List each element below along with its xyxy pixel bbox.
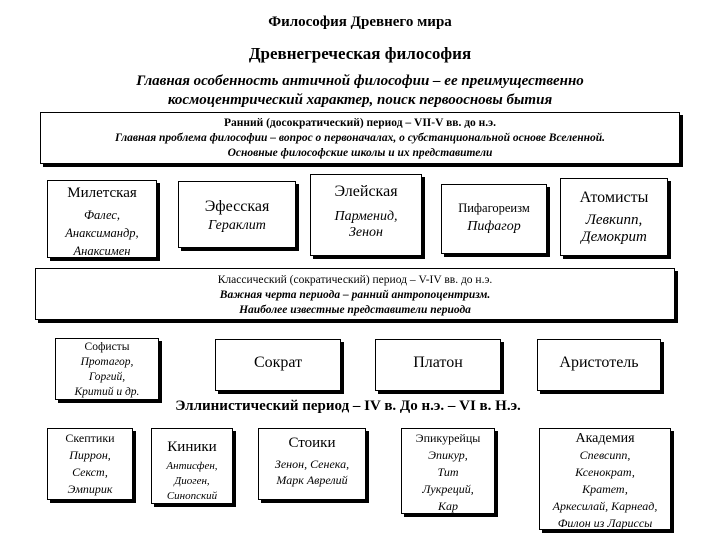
title: Философия Древнего мира — [268, 14, 452, 30]
hellenistic-period-heading: Эллинистический период – IV в. До н.э. –… — [175, 398, 521, 414]
school-box-atomists: Атомисты Левкипп, Демокрит — [560, 178, 668, 256]
school-box-epicureans: Эпикурейцы Эпикур, Тит Лукреций, Кар — [401, 428, 495, 514]
early-period-problem: Главная проблема философии – вопрос о пе… — [114, 132, 606, 144]
school-member: Левкипп, — [585, 212, 643, 228]
school-name: Атомисты — [579, 189, 649, 206]
school-member: Антисфен, — [166, 460, 218, 472]
school-name: Академия — [575, 431, 635, 446]
figure-box-socrates: Сократ — [215, 339, 341, 391]
school-box-skeptics: Скептики Пиррон, Секст, Эмпирик — [47, 428, 133, 500]
school-name: Скептики — [65, 431, 115, 445]
figure-box-aristotle: Аристотель — [537, 339, 661, 391]
early-period-caption: Основные философские школы и их представ… — [227, 147, 493, 159]
figure-box-sophists: Софисты Протагор, Горгий, Критий и др. — [55, 338, 159, 400]
subtitle: Древнегреческая философия — [248, 44, 472, 63]
main-feature-line: Главная особенность античной философии –… — [136, 73, 584, 89]
school-member: Марк Аврелий — [276, 473, 348, 487]
school-member: Лукреций, — [422, 482, 474, 496]
school-name: Киники — [167, 439, 217, 455]
school-member: Секст, — [72, 465, 108, 479]
figure-name: Сократ — [253, 354, 303, 371]
school-name: Милетская — [67, 185, 137, 201]
school-name: Пифагореизм — [458, 201, 530, 215]
figure-member: Критий и др. — [74, 386, 140, 398]
school-member: Кратет, — [582, 482, 628, 496]
school-box-miletus: Милетская Фалес, Анаксимандр, Анаксимен — [47, 180, 157, 258]
school-box-stoics: Стоики Зенон, Сенека, Марк Аврелий — [258, 428, 366, 500]
figure-name: Софисты — [84, 341, 130, 353]
school-member: Тит — [437, 465, 459, 479]
school-member: Филон из Ларисcы — [557, 516, 653, 530]
school-member: Фалес, — [83, 208, 121, 222]
school-member: Спевсипп, — [579, 448, 631, 462]
school-box-eleatic: Элейская Парменид, Зенон — [310, 174, 422, 256]
school-member: Пиррон, — [69, 448, 111, 462]
figure-member: Горгий, — [88, 371, 126, 383]
school-member: Диоген, — [174, 475, 210, 487]
classical-period-caption: Наиболее известные представители периода — [239, 304, 471, 316]
school-member: Эмпирик — [67, 482, 113, 496]
school-member: Кар — [438, 499, 458, 513]
school-name: Эпикурейцы — [415, 431, 481, 445]
school-member: Зенон — [348, 225, 384, 240]
school-member: Эпикур, — [428, 448, 468, 462]
school-box-pythagoreanism: Пифагореизм Пифагор — [441, 184, 547, 254]
main-feature: Главная особенность античной философии –… — [70, 72, 650, 110]
school-member: Парменид, — [334, 209, 398, 224]
figure-name: Платон — [413, 354, 463, 371]
classical-period-heading: Классический (сократический) период – V-… — [217, 274, 493, 286]
school-member: Синопский — [166, 490, 218, 502]
early-period-box: Ранний (досократический) период – VII-V … — [40, 112, 680, 164]
school-box-ephesus: Эфесская Гераклит — [178, 181, 296, 248]
school-box-cynics: Киники Антисфен, Диоген, Синопский — [151, 428, 233, 504]
figure-name: Аристотель — [559, 354, 639, 371]
school-name: Стоики — [288, 435, 336, 451]
school-member: Зенон, Сенека, — [274, 457, 350, 471]
school-name: Элейская — [334, 183, 398, 200]
classical-period-feature: Важная черта периода – ранний антропоцен… — [219, 289, 491, 301]
early-period-heading: Ранний (досократический) период – VII-V … — [223, 117, 497, 129]
main-feature-line: космоцентрический характер, поиск первоо… — [167, 92, 553, 108]
school-member: Гераклит — [208, 218, 266, 233]
school-member: Аркесилай, Карнеад, — [552, 499, 658, 513]
school-box-academy: Академия Спевсипп, Ксенократ, Кратет, Ар… — [539, 428, 671, 530]
figure-member: Протагор, — [80, 356, 134, 368]
school-member: Анаксимен — [73, 244, 131, 258]
figure-box-plato: Платон — [375, 339, 501, 391]
school-member: Пифагор — [467, 219, 521, 234]
school-member: Демокрит — [581, 229, 647, 245]
school-member: Анаксимандр, — [65, 226, 139, 240]
school-member: Ксенократ, — [575, 465, 635, 479]
school-name: Эфесская — [204, 198, 270, 215]
classical-period-box: Классический (сократический) период – V-… — [35, 268, 675, 320]
